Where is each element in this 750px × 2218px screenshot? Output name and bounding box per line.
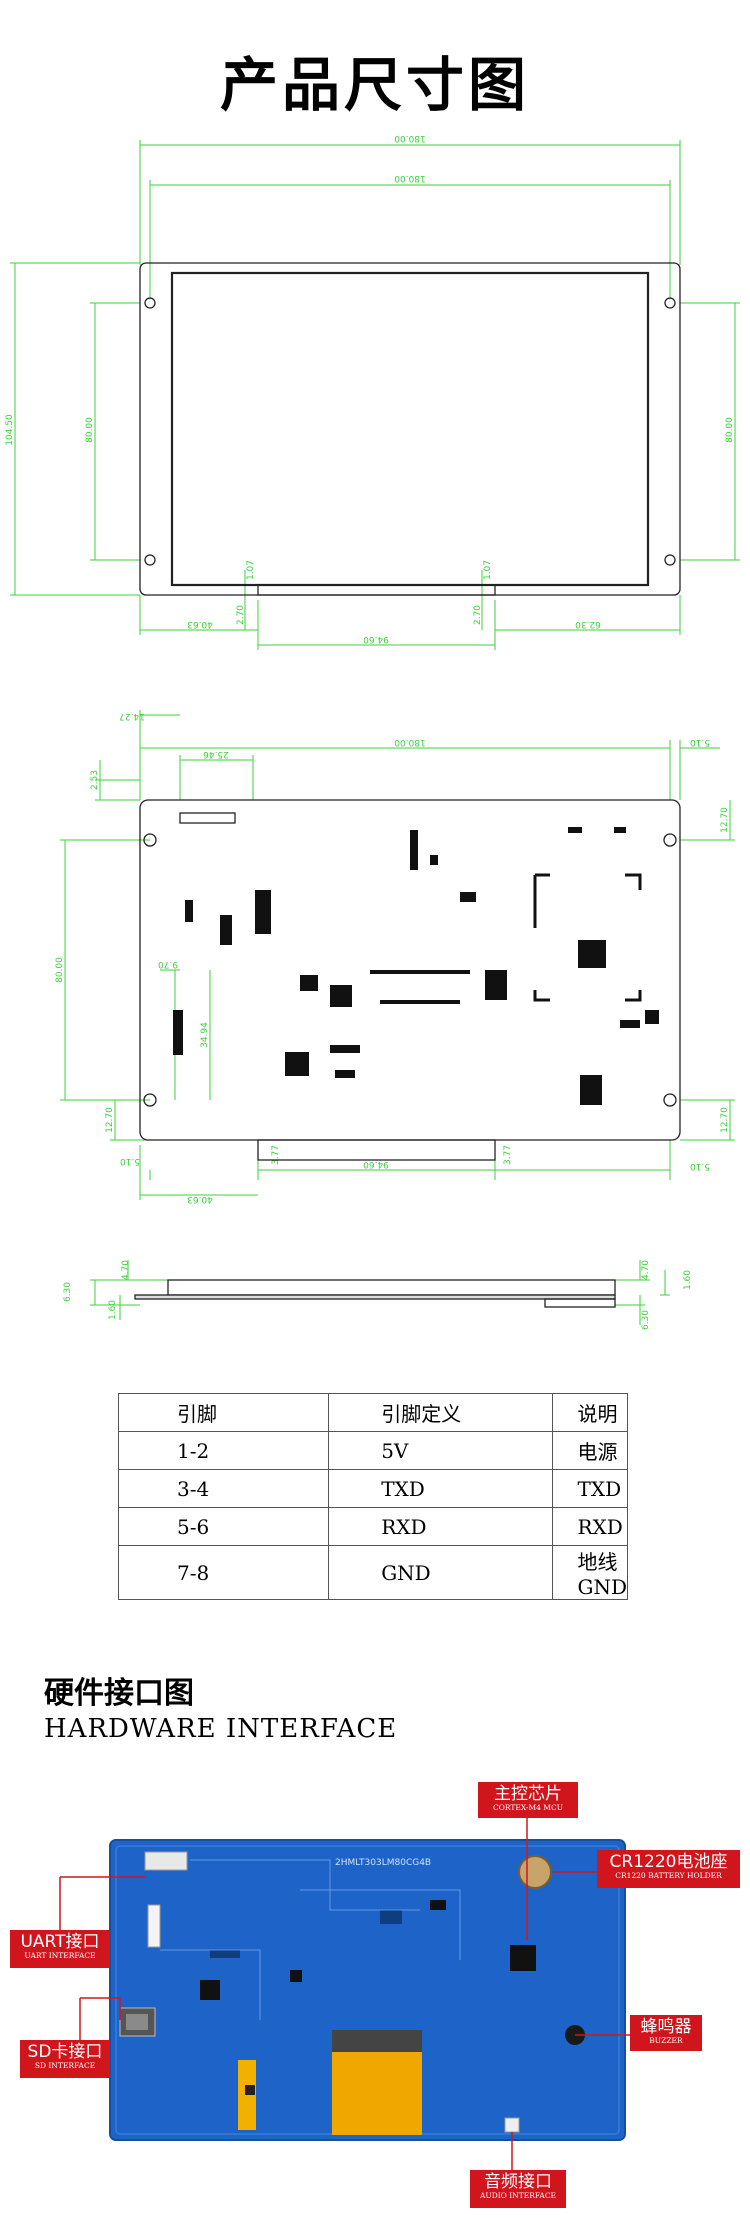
dim-side-base-right: 1.60 <box>683 1270 693 1290</box>
label-uart-cn: UART接口 <box>20 1932 100 1952</box>
dim-overall-height: 104.50 <box>5 414 15 446</box>
dim-side-base-left: 1.60 <box>108 1300 118 1320</box>
table-cell: 5-6 <box>117 1507 330 1546</box>
label-battery: CR1220电池座 CR1220 BATTERY HOLDER <box>597 1850 740 1888</box>
dim-hole-height: 80.00 <box>85 417 95 443</box>
label-audio: 音频接口 AUDIO INTERFACE <box>470 2170 566 2208</box>
label-battery-cn: CR1220电池座 <box>609 1852 728 1872</box>
dim-side-top-right: 4.70 <box>641 1260 651 1280</box>
table-cell: RXD <box>328 1507 554 1546</box>
dim-side-thickness-right: 6.30 <box>641 1310 651 1330</box>
dim-uart-offset: 9.70 <box>158 959 178 969</box>
dim-connector-offset: 14.27 <box>119 711 145 721</box>
label-sd: SD卡接口 SD INTERFACE <box>20 2040 110 2078</box>
dim-tab-left: 3.77 <box>271 1145 281 1165</box>
header-description: 说明 <box>552 1393 628 1432</box>
table-cell: 3-4 <box>117 1469 330 1508</box>
label-buzzer-cn: 蜂鸣器 <box>640 2017 692 2037</box>
table-cell: TXD <box>552 1469 628 1508</box>
dim-left-top: 2.53 <box>90 770 100 790</box>
table-cell: 地线GND <box>552 1545 628 1600</box>
label-mcu: 主控芯片 CORTEX-M4 MCU <box>478 1782 578 1818</box>
table-row: 7-8 GND 地线GND <box>117 1545 628 1600</box>
table-row: 1-2 5V 电源 <box>117 1431 628 1470</box>
dim-right-height: 80.00 <box>725 417 735 443</box>
dim-connector-width: 25.46 <box>203 749 229 759</box>
dim-side-top-left: 4.70 <box>121 1260 131 1280</box>
table-cell: 7-8 <box>117 1545 330 1600</box>
dim-hole-width: 180.00 <box>394 173 426 183</box>
dim-hole-right-bottom: 12.70 <box>720 1107 730 1133</box>
table-row: 3-4 TXD TXD <box>117 1469 628 1508</box>
dim-tab-left: 40.63 <box>187 619 213 629</box>
back-view-drawing: 14.27 25.46 180.00 5.10 12.70 2.53 80.00… <box>55 710 735 1204</box>
label-battery-en: CR1220 BATTERY HOLDER <box>615 1870 722 1880</box>
dim-left-bottom: 5.10 <box>120 1156 140 1166</box>
table-cell: TXD <box>328 1469 554 1508</box>
table-cell: 电源 <box>552 1431 628 1470</box>
dim-side-thickness-left: 6.30 <box>63 1282 73 1302</box>
label-mcu-en: CORTEX-M4 MCU <box>492 1802 564 1812</box>
dim-bottom-offset: 40.63 <box>187 1194 213 1204</box>
dim-uart-length: 34.94 <box>200 1022 210 1048</box>
table-cell: 1-2 <box>117 1431 330 1470</box>
dim-gap-right: 1.07 <box>483 560 493 580</box>
label-audio-en: AUDIO INTERFACE <box>479 2190 557 2200</box>
label-sd-en: SD INTERFACE <box>34 2060 96 2070</box>
front-view-drawing: 180.00 180.00 104.50 80.00 80.00 40.63 9… <box>5 133 740 650</box>
dim-back-tab-width: 94.60 <box>363 1159 389 1169</box>
hardware-subtitle: HARDWARE INTERFACE <box>44 1714 398 1744</box>
header-definition: 引脚定义 <box>328 1393 554 1432</box>
hardware-board-diagram: 2HMLT303LM80CG4B <box>59 1815 630 2170</box>
dim-tab-h-right: 2.70 <box>473 605 483 625</box>
label-sd-cn: SD卡接口 <box>27 2042 103 2062</box>
header-pin: 引脚 <box>117 1393 330 1432</box>
dim-top-width: 180.00 <box>394 737 426 747</box>
dim-gap-left: 1.07 <box>246 560 256 580</box>
page-title: 产品尺寸图 <box>219 51 530 119</box>
dim-tab-h-left: 2.70 <box>236 605 246 625</box>
label-mcu-cn: 主控芯片 <box>494 1784 562 1804</box>
side-view-drawing: 4.70 6.30 1.60 4.70 1.60 6.30 <box>63 1260 693 1330</box>
dim-bottom-left-hole: 12.70 <box>105 1107 115 1133</box>
dim-tab-width: 94.60 <box>363 634 389 644</box>
table-cell: 5V <box>328 1431 554 1470</box>
dim-tab-right: 3.77 <box>503 1145 513 1165</box>
table-header-row: 引脚 引脚定义 说明 <box>117 1393 628 1432</box>
dim-right-edge-top: 5.10 <box>690 737 710 747</box>
dim-right-edge-bottom: 5.10 <box>690 1161 710 1171</box>
dim-height: 80.00 <box>55 957 65 983</box>
dim-tab-right: 62.30 <box>575 619 601 629</box>
table-cell: GND <box>328 1545 554 1600</box>
pin-table: 引脚 引脚定义 说明 1-2 5V 电源 3-4 TXD TXD 5-6 RXD… <box>117 1393 628 1600</box>
label-uart: UART接口 UART INTERFACE <box>10 1930 110 1968</box>
table-cell: RXD <box>552 1507 628 1546</box>
label-uart-en: UART INTERFACE <box>24 1950 96 1960</box>
board-silk-text: 2HMLT303LM80CG4B <box>335 1858 431 1868</box>
label-audio-cn: 音频接口 <box>484 2172 552 2192</box>
dim-overall-width: 180.00 <box>394 133 426 143</box>
label-buzzer: 蜂鸣器 BUZZER <box>630 2015 702 2051</box>
table-row: 5-6 RXD RXD <box>117 1507 628 1546</box>
dim-hole-right-top: 12.70 <box>720 807 730 833</box>
label-buzzer-en: BUZZER <box>649 2035 683 2045</box>
hardware-title: 硬件接口图 <box>44 1676 194 1711</box>
